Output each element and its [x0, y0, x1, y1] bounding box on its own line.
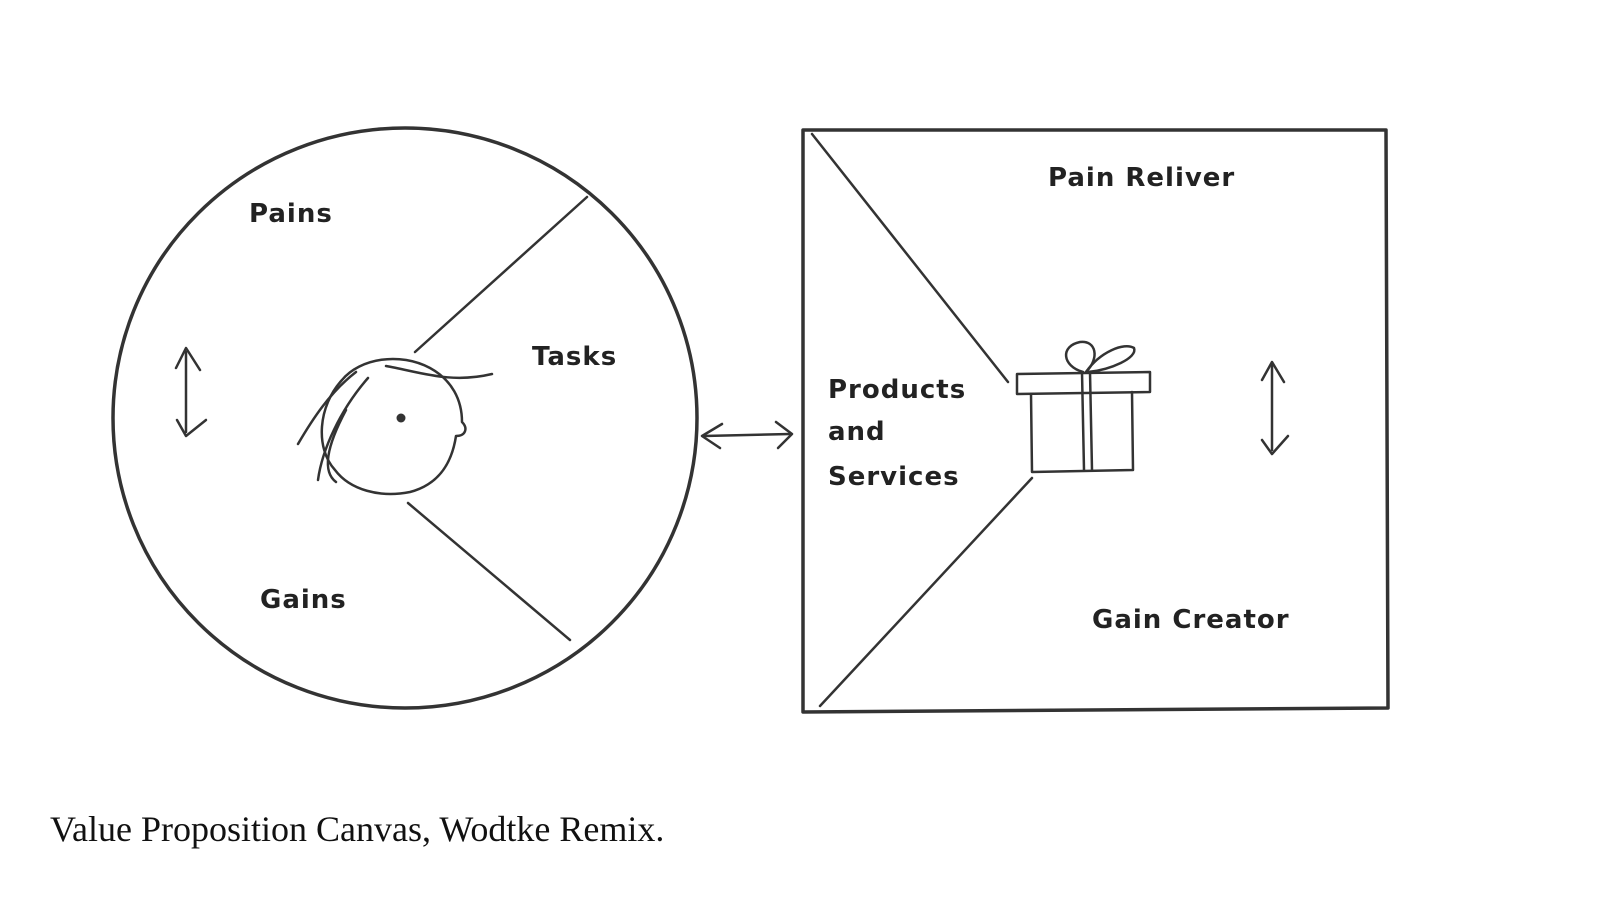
products-label-line3: Services: [828, 462, 960, 492]
diagram-caption: Value Proposition Canvas, Wodtke Remix.: [50, 809, 665, 849]
products-label-line1: Products: [828, 375, 966, 405]
gains-label: Gains: [260, 585, 347, 615]
vertical-double-arrow-icon: [174, 346, 208, 438]
horizontal-double-arrow-icon: [700, 420, 794, 450]
customer-head-icon: [296, 357, 494, 496]
pain-reliever-label: Pain Reliver: [1048, 163, 1235, 193]
products-label-line2: and: [828, 417, 886, 447]
value-map-diagonal-bottom: [818, 476, 1034, 708]
gain-creator-label: Gain Creator: [1092, 605, 1290, 635]
gift-box-icon: [1015, 340, 1152, 474]
customer-profile: Pains Tasks Gains: [111, 126, 699, 710]
tasks-label: Tasks: [532, 342, 617, 372]
tasks-divider-top: [413, 195, 589, 354]
pains-label: Pains: [249, 199, 333, 229]
value-map: Pain Reliver Products and Services Gain …: [801, 128, 1390, 714]
value-map-square: [801, 128, 1390, 714]
value-map-diagonal-top: [810, 132, 1010, 384]
customer-profile-circle: [111, 126, 699, 710]
tasks-divider-bottom: [406, 501, 572, 642]
vertical-double-arrow-icon: [1260, 360, 1290, 456]
